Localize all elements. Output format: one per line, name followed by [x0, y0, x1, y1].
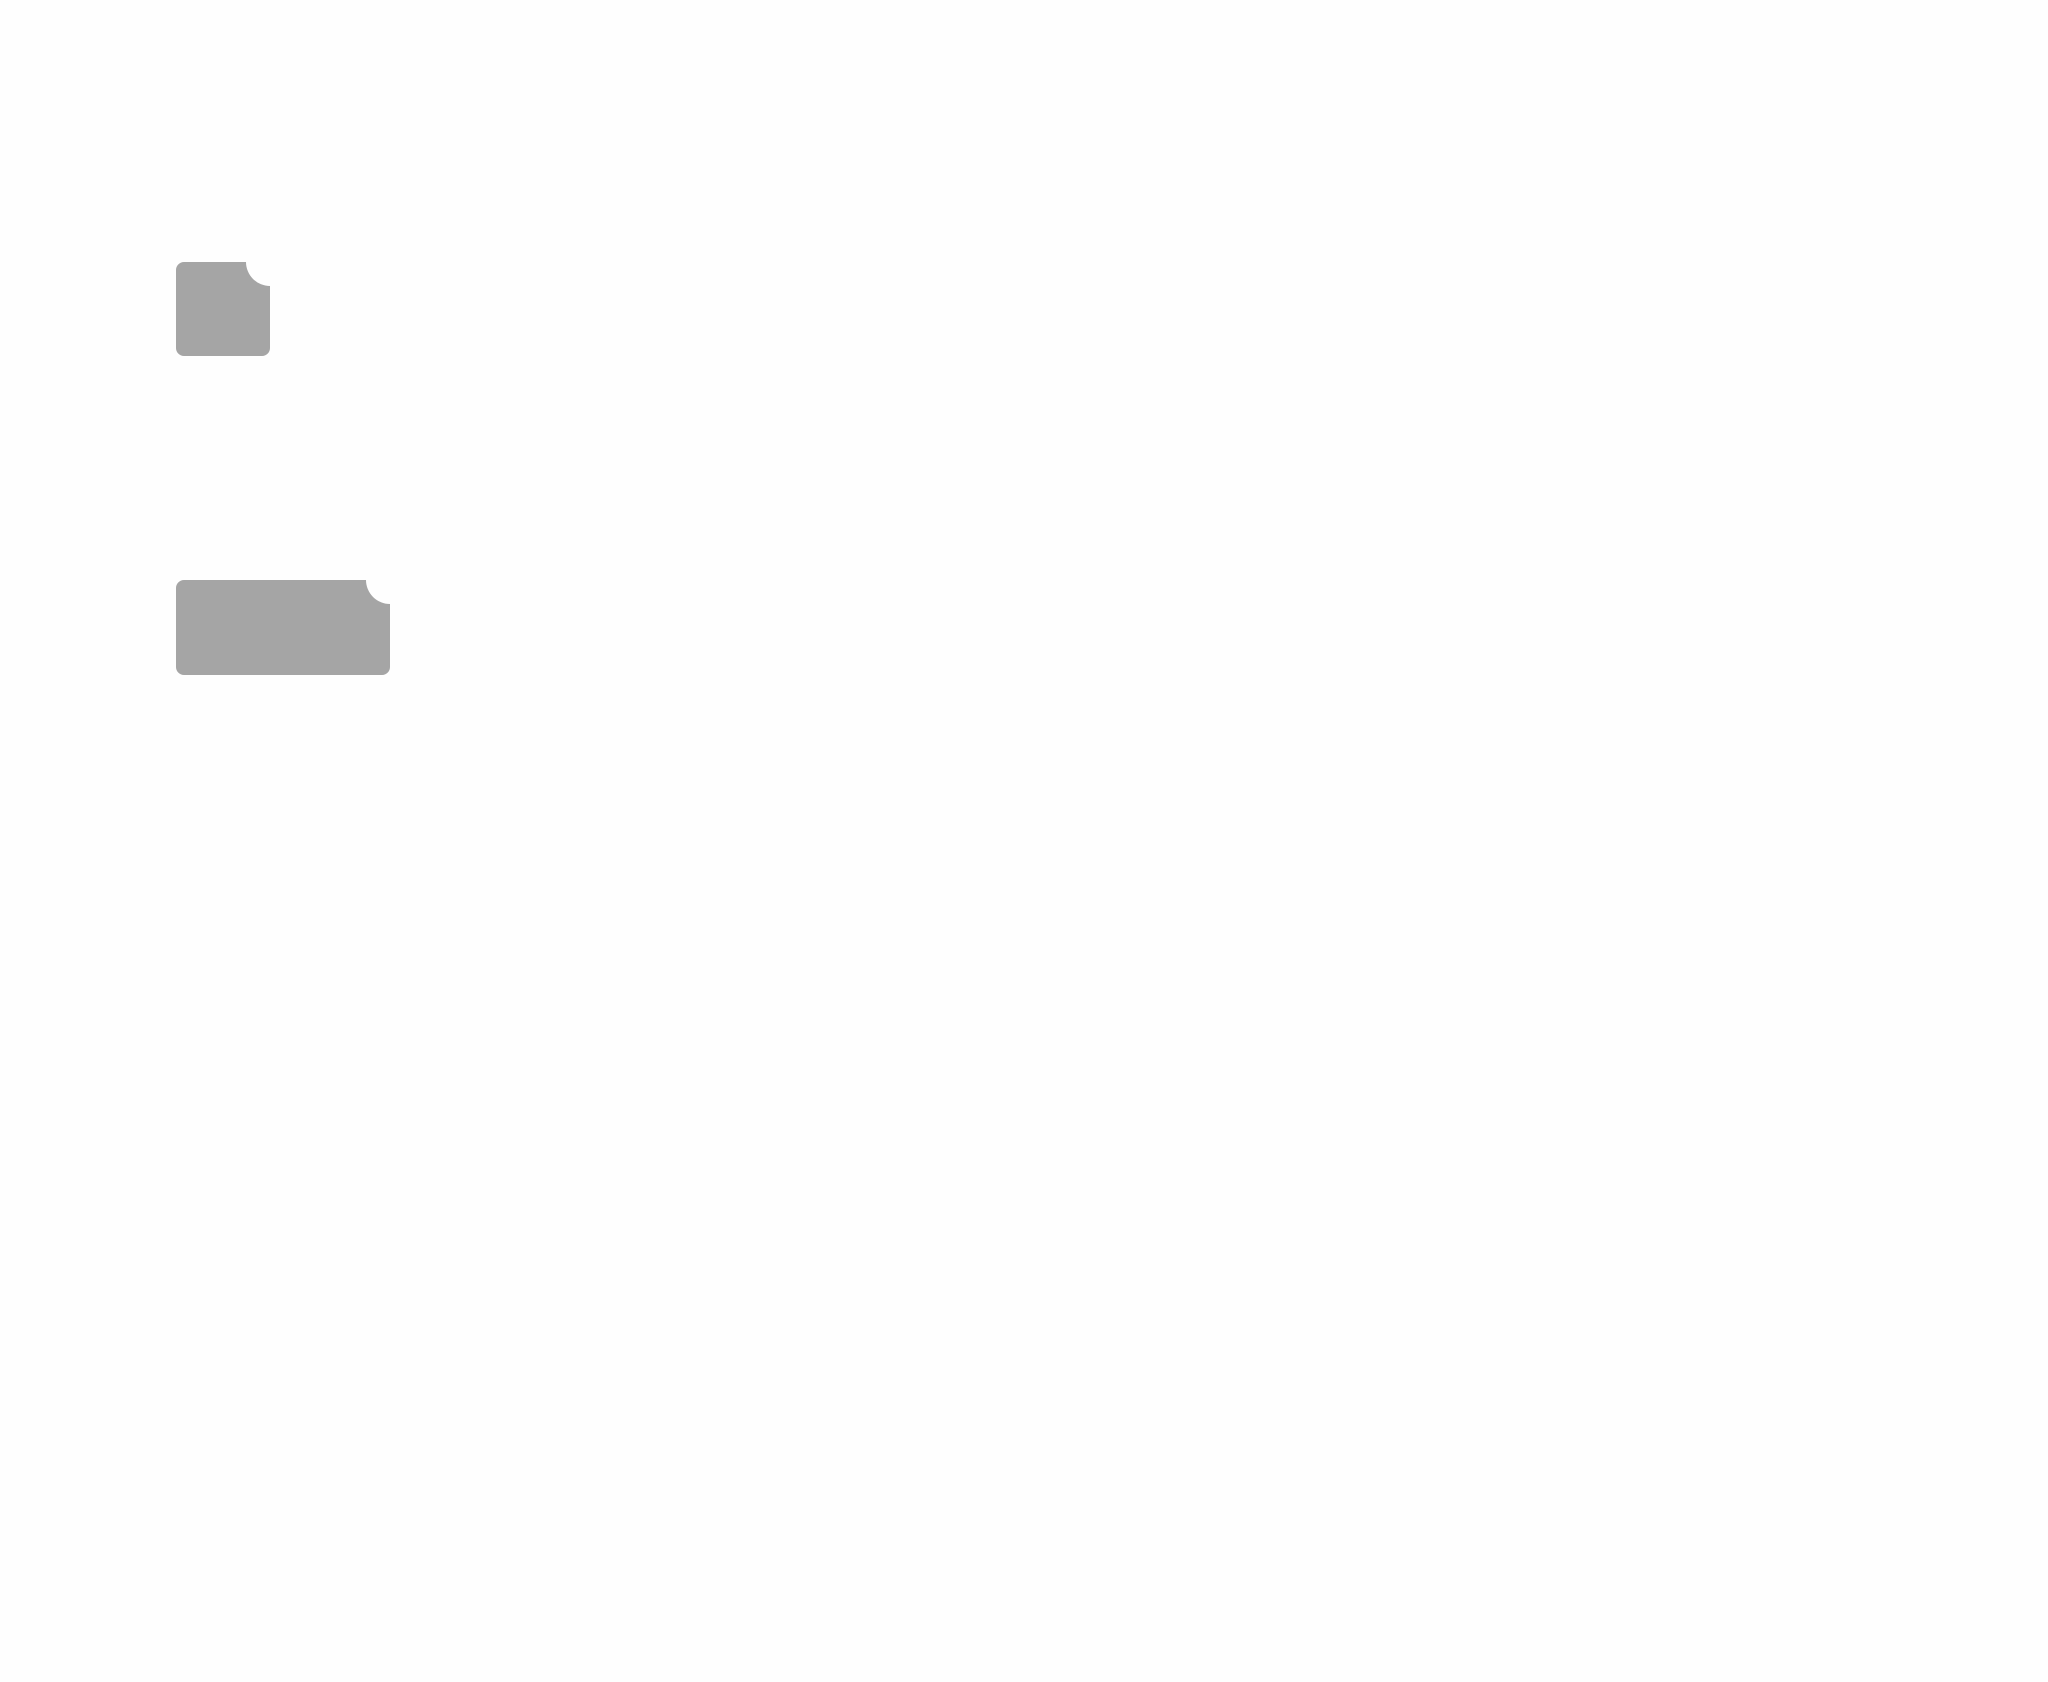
placeholder-block-wide	[176, 580, 390, 675]
placeholder-block-small	[176, 262, 270, 356]
